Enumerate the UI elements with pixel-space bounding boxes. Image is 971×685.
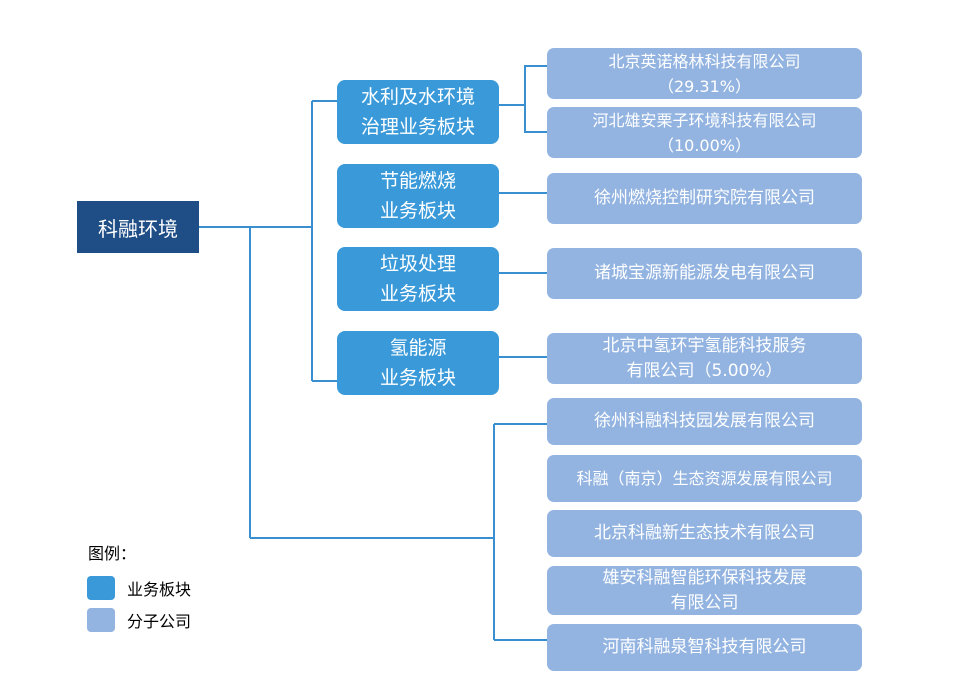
subsidiary-label-line: 徐州燃烧控制研究院有限公司: [594, 188, 815, 208]
segment-label-line: 业务板块: [379, 200, 456, 222]
segment-waste: 垃圾处理 业务板块: [337, 247, 499, 311]
segment-water: 水利及水环境 治理业务板块: [337, 80, 499, 144]
subsidiary-hebei-xiongan-lizi: 河北雄安栗子环境科技有限公司 （10.00%）: [547, 107, 862, 158]
subsidiary-label-line: 河南科融泉智科技有限公司: [602, 637, 807, 657]
segment-label-line: 垃圾处理: [379, 253, 456, 275]
subsidiary-label-line: 有限公司: [670, 592, 739, 613]
connector-line: [524, 65, 547, 105]
segment-combustion: 节能燃烧 业务板块: [337, 164, 499, 228]
legend-label: 业务板块: [127, 580, 192, 599]
legend-swatch-segment: [87, 576, 115, 600]
subsidiary-beijing-yingnuo-gelin: 北京英诺格林科技有限公司 （29.31%）: [547, 48, 862, 99]
connector-line: [524, 105, 547, 133]
subsidiary-zhucheng-baoyuan: 诸城宝源新能源发电有限公司: [547, 248, 862, 299]
subsidiary-xiongan-kerong: 雄安科融智能环保科技发展 有限公司: [547, 566, 862, 615]
subsidiary-label-line: 有限公司（5.00%）: [626, 360, 783, 381]
subsidiary-henan-kerong-quanzhi: 河南科融泉智科技有限公司: [547, 624, 862, 671]
segment-hydrogen: 氢能源 业务板块: [337, 331, 499, 395]
subsidiary-label-line: 河北雄安栗子环境科技有限公司: [592, 110, 817, 130]
segment-label-line: 业务板块: [379, 367, 456, 389]
subsidiary-label-line: 北京科融新生态技术有限公司: [594, 523, 815, 543]
legend-item-subsidiary: 分子公司: [87, 608, 191, 632]
subsidiary-beijing-kerong-ecology: 北京科融新生态技术有限公司: [547, 510, 862, 557]
subsidiary-label-line: 北京英诺格林科技有限公司: [608, 51, 801, 71]
subsidiary-xuzhou-combustion-institute: 徐州燃烧控制研究院有限公司: [547, 173, 862, 224]
subsidiary-label-line: 雄安科融智能环保科技发展: [602, 567, 807, 588]
subsidiary-kerong-nanjing: 科融（南京）生态资源发展有限公司: [547, 455, 862, 502]
root-label: 科融环境: [98, 216, 178, 241]
subsidiary-label-line: 诸城宝源新能源发电有限公司: [594, 263, 815, 283]
legend-swatch-subsidiary: [87, 608, 115, 632]
subsidiary-beijing-zhongqing-huanyu: 北京中氢环宇氢能科技服务 有限公司（5.00%）: [547, 333, 862, 384]
segment-label-line: 氢能源: [389, 337, 447, 359]
segment-label-line: 业务板块: [379, 283, 456, 305]
legend-item-segment: 业务板块: [87, 576, 191, 600]
subsidiary-label-line: （10.00%）: [657, 135, 751, 155]
subsidiary-xuzhou-kerong-park: 徐州科融科技园发展有限公司: [547, 398, 862, 445]
subsidiary-label-line: （29.31%）: [657, 76, 751, 96]
root-node-kerong: 科融环境: [77, 201, 199, 253]
segment-label-line: 节能燃烧: [379, 170, 456, 192]
subsidiary-label-line: 徐州科融科技园发展有限公司: [594, 411, 815, 431]
legend-label: 分子公司: [127, 612, 192, 631]
segment-label-line: 治理业务板块: [360, 116, 475, 138]
subsidiary-label-line: 北京中氢环宇氢能科技服务: [602, 335, 807, 356]
segment-label-line: 水利及水环境: [360, 86, 475, 108]
subsidiary-label-line: 科融（南京）生态资源发展有限公司: [576, 469, 833, 488]
legend-title: 图例：: [88, 544, 137, 563]
